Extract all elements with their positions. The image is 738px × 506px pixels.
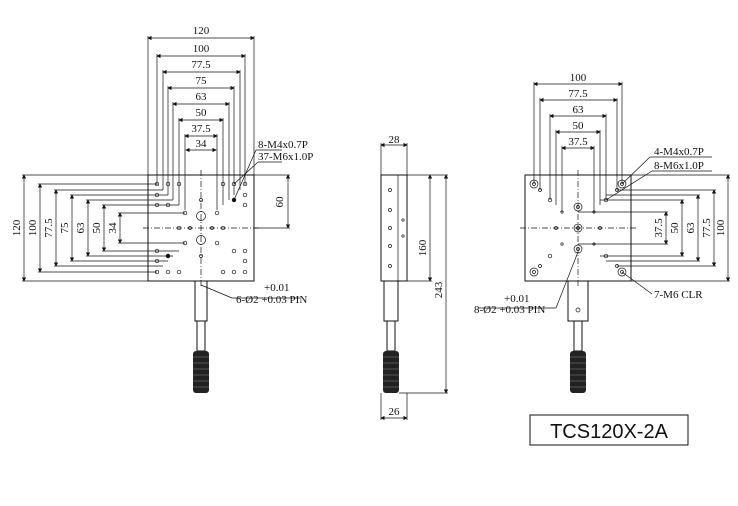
front-dim-120: 120 [193, 25, 210, 37]
back-dim-37-5: 37.5 [568, 136, 588, 148]
side-dim-243: 243 [433, 281, 445, 298]
back-dim-77-5: 77.5 [568, 88, 588, 100]
back-right-dimensions [578, 174, 731, 282]
model-label: TCS120X-2A [550, 421, 668, 443]
back-view: 100 77.5 63 50 37.5 37.5 50 63 77.5 100 [474, 72, 731, 393]
back-shaft [573, 320, 583, 352]
front-view: 120 100 77.5 75 63 50 37.5 34 [11, 25, 313, 393]
back-dim-100: 100 [570, 72, 587, 84]
back-right-dim-50: 50 [669, 222, 681, 234]
side-dim-26: 26 [389, 406, 401, 418]
front-right-dim-60: 60 [274, 196, 286, 208]
side-shaft [386, 320, 396, 352]
front-pin-callout: 6-Ø2 +0.03 PIN [236, 294, 307, 306]
back-callout-clr: 7-M6 CLR [654, 289, 703, 301]
back-pin-callout: 8-Ø2 +0.03 PIN [474, 304, 545, 316]
back-right-dim-77-5: 77.5 [701, 218, 713, 238]
back-right-dim-63: 63 [685, 222, 697, 234]
front-top-dimensions [147, 35, 255, 210]
front-dim-34: 34 [196, 138, 208, 150]
side-view: 28 160 243 26 [380, 134, 449, 421]
back-callout-m6: 8-M6x1.0P [654, 160, 704, 172]
front-left-dim-34: 34 [107, 222, 119, 234]
front-left-dim-100: 100 [27, 219, 39, 236]
front-dim-50: 50 [196, 107, 208, 119]
front-tol-upper: +0.01 [264, 282, 289, 294]
front-knob [193, 351, 209, 393]
front-callout-m4: 8-M4x0.7P [258, 139, 308, 151]
back-right-dim-37-5: 37.5 [653, 218, 665, 238]
side-holes [388, 188, 405, 268]
back-dim-50: 50 [573, 120, 585, 132]
side-knob [383, 351, 399, 393]
side-dim-160: 160 [417, 239, 429, 256]
back-top-dimensions [533, 81, 623, 212]
back-dim-63: 63 [573, 104, 585, 116]
front-dim-75: 75 [196, 75, 208, 87]
front-left-dim-120: 120 [11, 219, 23, 236]
side-body [380, 174, 408, 282]
front-dim-100: 100 [193, 43, 210, 55]
front-left-dim-75: 75 [59, 222, 71, 234]
front-left-dimensions [21, 174, 185, 282]
back-knob [570, 351, 586, 393]
front-dim-37-5: 37.5 [191, 123, 211, 135]
front-shaft [196, 320, 206, 352]
front-left-dim-50: 50 [91, 222, 103, 234]
back-stem [567, 280, 589, 322]
side-stem [383, 280, 399, 322]
model-label-box [529, 414, 689, 446]
front-dim-77-5: 77.5 [191, 59, 211, 71]
front-callout-m6: 37-M6x1.0P [258, 151, 313, 163]
front-dim-63: 63 [196, 91, 208, 103]
side-dim-28: 28 [389, 134, 401, 146]
back-tol-upper: +0.01 [504, 293, 529, 305]
front-left-dim-63: 63 [75, 222, 87, 234]
front-left-dim-77-5: 77.5 [43, 218, 55, 238]
back-callout-m4: 4-M4x0.7P [654, 146, 704, 158]
back-right-dim-100: 100 [715, 219, 727, 236]
